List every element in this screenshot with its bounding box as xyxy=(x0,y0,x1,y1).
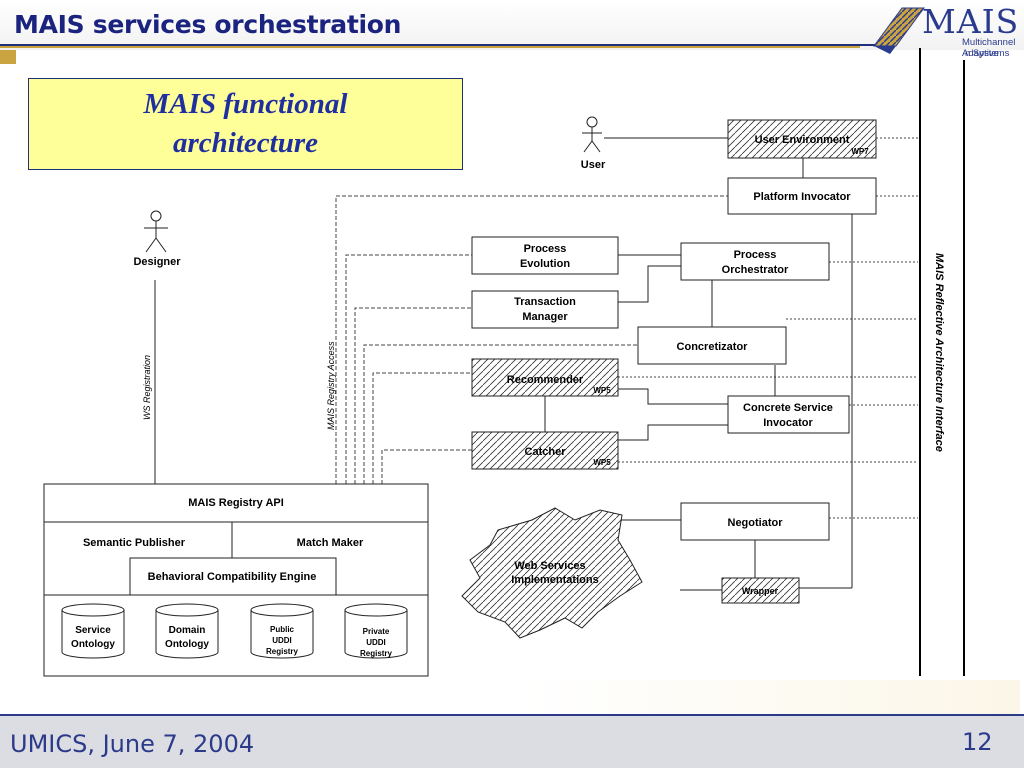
transaction-manager-box xyxy=(471,290,619,329)
web-services-cloud xyxy=(461,507,643,639)
concretizator-box xyxy=(637,326,787,365)
service-ontology-db xyxy=(61,603,125,659)
negotiator-label: Negotiator xyxy=(728,517,784,529)
user-icon xyxy=(582,116,602,153)
page-number: 12 xyxy=(962,728,993,756)
concrete-service-invocator-box xyxy=(727,395,850,434)
private-uddi-db xyxy=(344,603,408,659)
transaction-manager-label: Manager xyxy=(522,311,568,323)
wp5-label: WP5 xyxy=(593,458,611,467)
user-environment-box xyxy=(727,119,877,159)
public-uddi-label: Public xyxy=(270,625,295,634)
registry-api-label: MAIS Registry API xyxy=(188,497,284,509)
public-uddi-db xyxy=(250,603,314,659)
callout-box xyxy=(28,78,463,170)
footer-text: UMICS, June 7, 2004 xyxy=(10,730,255,758)
logo-subtitle: n Systems xyxy=(965,48,1010,59)
callout-text: architecture xyxy=(173,127,318,159)
reflective-interface-label: MAIS Reflective Architecture Interface xyxy=(933,253,945,452)
ws-registration-label: WS Registration xyxy=(142,355,152,420)
web-services-label: Implementations xyxy=(511,574,598,586)
domain-ontology-label: Domain xyxy=(169,625,206,636)
semantic-publisher-label: Semantic Publisher xyxy=(83,537,186,549)
slide-title: MAIS services orchestration xyxy=(14,10,402,39)
catcher-box xyxy=(471,431,619,470)
behavioral-engine-label: Behavioral Compatibility Engine xyxy=(148,571,317,583)
footer-decoration xyxy=(520,680,1020,714)
public-uddi-label: Registry xyxy=(266,647,299,656)
title-rule xyxy=(0,44,880,46)
process-orchestrator-label: Process xyxy=(734,249,777,261)
wp5-label: WP5 xyxy=(593,386,611,395)
architecture-diagram: User Designer User Environment WP7 Platf… xyxy=(43,48,965,677)
domain-ontology-label: Ontology xyxy=(165,639,209,650)
process-orchestrator-label: Orchestrator xyxy=(722,264,789,276)
private-uddi-label: Private xyxy=(363,627,390,636)
title-bar xyxy=(0,0,1024,50)
logo-subtitle: Multichannel Adaptive xyxy=(962,37,1016,59)
user-environment-label: User Environment xyxy=(755,134,850,146)
process-evolution-label: Process xyxy=(524,243,567,255)
registry-access-label: MAIS Registry Access xyxy=(326,341,336,430)
process-evolution-label: Evolution xyxy=(520,258,570,270)
designer-icon xyxy=(144,210,168,253)
concrete-service-invocator-label: Concrete Service xyxy=(743,402,833,414)
process-evolution-box xyxy=(471,236,619,275)
recommender-label: Recommender xyxy=(507,374,584,386)
catcher-label: Catcher xyxy=(525,446,567,458)
concretizator-label: Concretizator xyxy=(677,341,749,353)
service-ontology-label: Service xyxy=(75,625,111,636)
private-uddi-label: UDDI xyxy=(366,638,386,647)
wp7-label: WP7 xyxy=(851,147,869,156)
public-uddi-label: UDDI xyxy=(272,636,292,645)
registry-access-lines xyxy=(335,195,728,484)
domain-ontology-db xyxy=(155,603,219,659)
mais-logo xyxy=(873,7,925,54)
behavioral-engine-box xyxy=(129,557,337,596)
footer-bar xyxy=(0,714,1024,768)
web-services-label: Web Services xyxy=(514,560,585,572)
platform-invocator-label: Platform Invocator xyxy=(753,191,851,203)
process-orchestrator-box xyxy=(680,242,830,281)
callout-text: MAIS functional xyxy=(143,88,348,120)
accent-block xyxy=(0,50,16,64)
logo-wordmark: MAIS xyxy=(922,2,1020,41)
wrapper-label: Wrapper xyxy=(742,586,779,596)
platform-invocator-box xyxy=(727,177,877,215)
designer-label: Designer xyxy=(133,256,181,268)
negotiator-box xyxy=(680,502,830,541)
transaction-manager-label: Transaction xyxy=(514,296,576,308)
service-ontology-label: Ontology xyxy=(71,639,115,650)
private-uddi-label: Registry xyxy=(360,649,393,658)
user-label: User xyxy=(581,159,606,171)
match-maker-label: Match Maker xyxy=(297,537,364,549)
wrapper-box xyxy=(721,577,800,604)
concrete-service-invocator-label: Invocator xyxy=(763,417,813,429)
recommender-box xyxy=(471,358,619,397)
connectors xyxy=(154,137,853,591)
title-rule-accent xyxy=(0,46,860,48)
